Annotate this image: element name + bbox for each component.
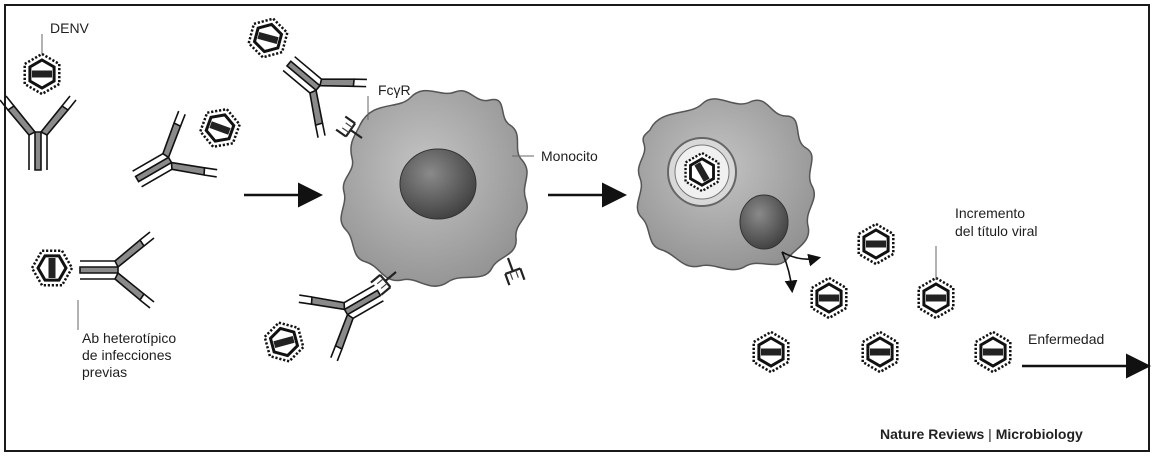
label-monocito: Monocito — [541, 148, 598, 165]
label-incremento-line2: del título viral — [955, 223, 1037, 240]
label-enfermedad: Enfermedad — [1028, 331, 1104, 348]
virus-middle-left — [197, 103, 243, 152]
infected-monocyte-nucleus — [740, 195, 788, 249]
virus-released-4 — [754, 332, 789, 372]
label-ab-line1: Ab heterotípico — [82, 330, 176, 347]
journal-credit: Nature Reviews | Microbiology — [880, 426, 1083, 442]
virus-released-6 — [976, 332, 1011, 372]
label-ab-line3: previas — [82, 364, 127, 381]
label-incremento-line1: Incremento — [955, 205, 1025, 222]
virus-released-5 — [863, 332, 898, 372]
virus-released-3 — [919, 278, 954, 318]
virus-lower-left — [32, 251, 72, 286]
monocyte-nucleus — [400, 149, 476, 219]
fc-receptor-lower-right — [500, 255, 524, 285]
label-ab-line2: de infecciones — [82, 347, 172, 364]
denv-virus-top — [25, 54, 60, 94]
virus-upper-monocyte — [246, 14, 290, 62]
antibody-lower-monocyte — [296, 260, 398, 363]
virus-released-2 — [812, 278, 847, 318]
credit-separator: | — [988, 426, 992, 442]
label-denv: DENV — [50, 20, 89, 37]
virus-released-1 — [859, 224, 894, 264]
credit-section: Microbiology — [996, 426, 1083, 442]
label-fcgr: FcγR — [378, 82, 411, 99]
credit-journal: Nature Reviews — [880, 426, 984, 442]
antibody-lower-left — [80, 232, 154, 308]
virus-lower-monocyte — [262, 318, 306, 366]
antibody-left-vertical — [0, 96, 76, 170]
